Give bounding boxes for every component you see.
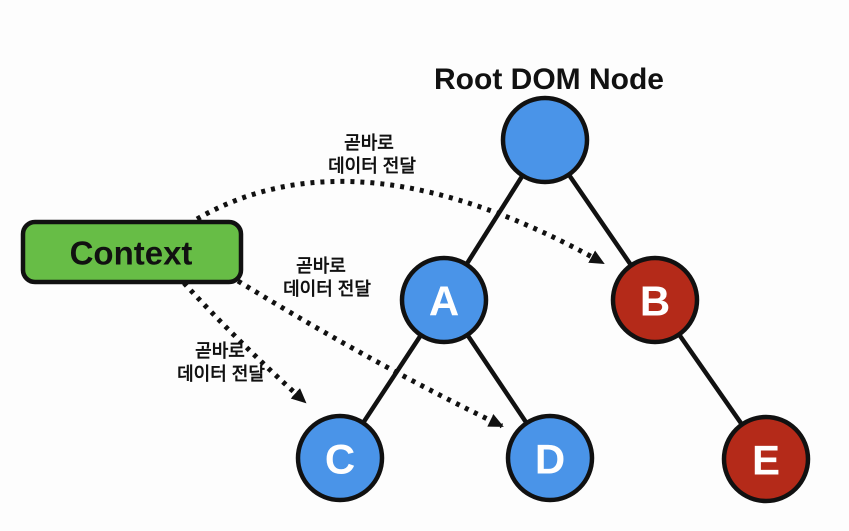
node-b-label: B xyxy=(640,278,670,325)
context-arrow-to-c xyxy=(182,281,307,404)
node-root-circle xyxy=(500,95,590,185)
context-arrow-to-d xyxy=(236,278,504,429)
node-d-circle xyxy=(505,413,595,503)
arrow-label-d-line2: 데이터 전달 xyxy=(283,279,371,299)
node-c-label: C xyxy=(325,436,355,483)
node-e-label: E xyxy=(752,437,780,484)
context-box-label: Context xyxy=(70,235,193,272)
node-b-circle xyxy=(610,255,700,345)
context-arrow-to-b xyxy=(195,178,605,266)
arrow-label-d-line1: 곧바로 xyxy=(296,256,346,276)
arrow-label-b-line1: 곧바로 xyxy=(344,133,394,153)
context-box xyxy=(20,219,244,285)
node-a-label: A xyxy=(429,278,459,325)
node-d-label: D xyxy=(535,436,565,483)
arrow-label-c-line2: 데이터 전달 xyxy=(177,364,265,384)
node-e-circle xyxy=(721,414,811,504)
node-a-circle xyxy=(399,255,489,345)
root-dom-node-title: Root DOM Node xyxy=(434,63,664,96)
node-c-circle xyxy=(295,413,385,503)
arrow-label-b-line2: 데이터 전달 xyxy=(328,156,416,176)
arrow-label-c-line1: 곧바로 xyxy=(195,341,245,361)
